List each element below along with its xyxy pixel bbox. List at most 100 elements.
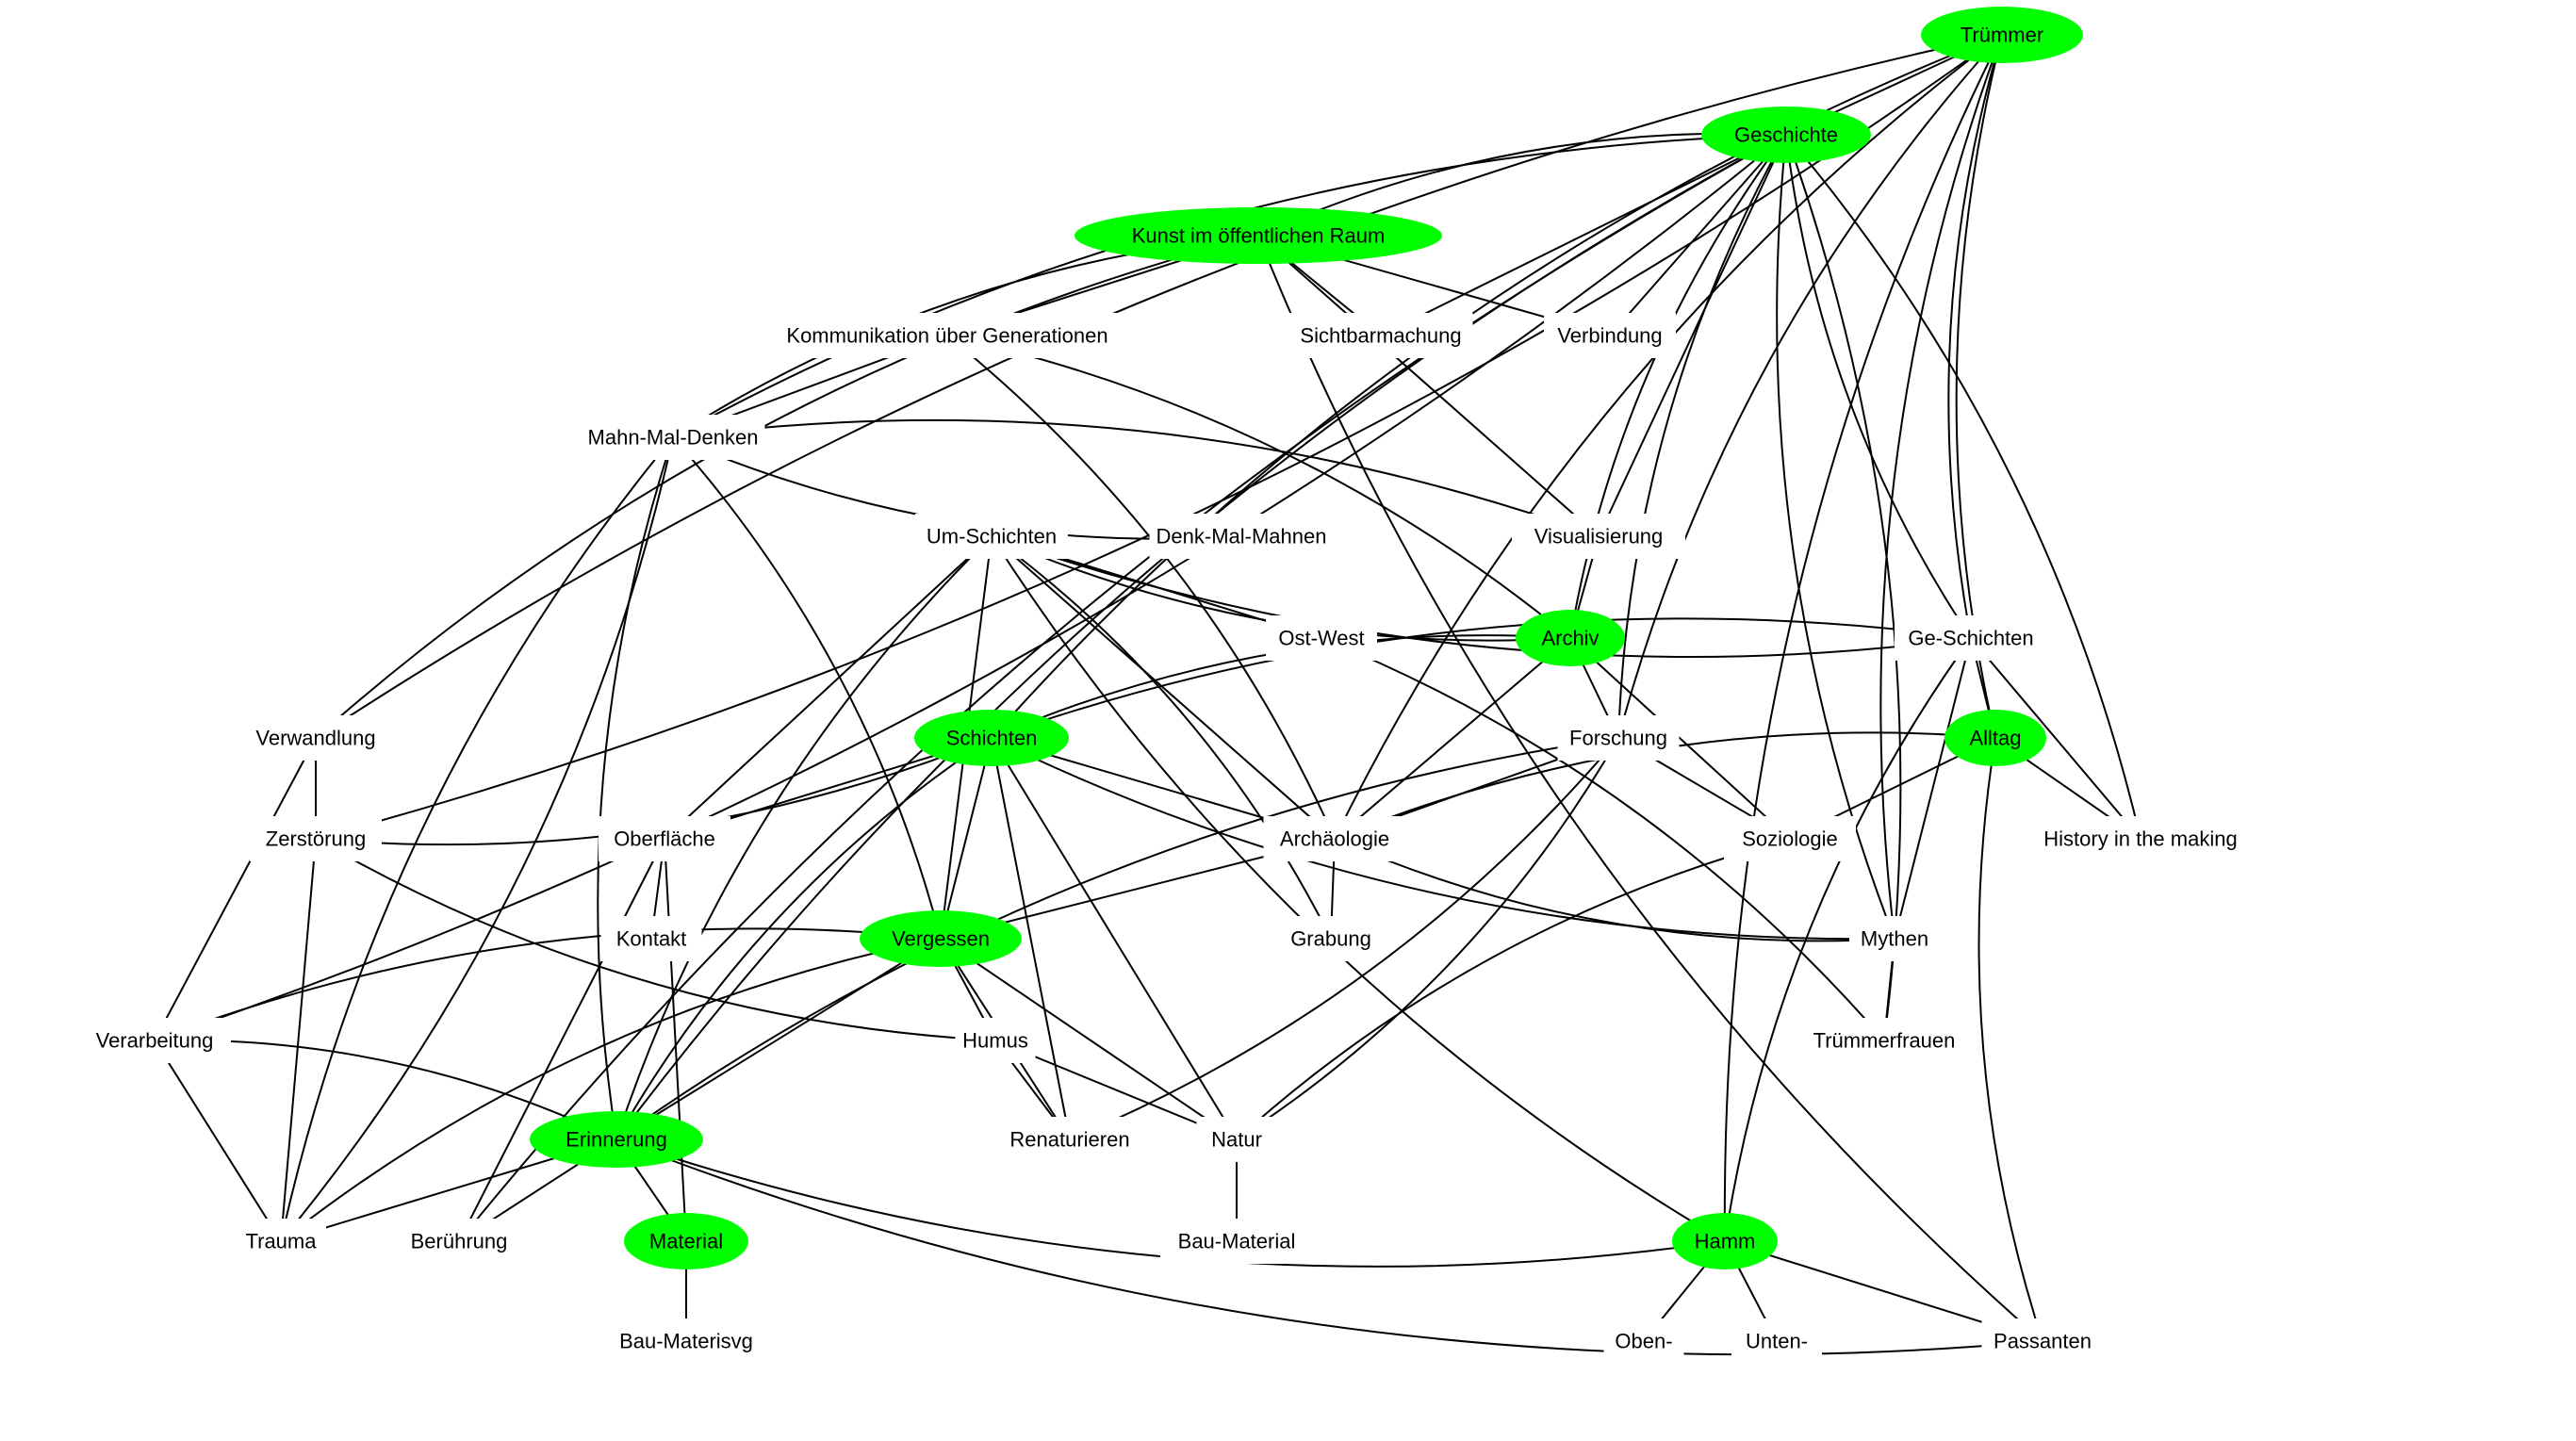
node-renaturieren-backing: [993, 1117, 1146, 1162]
node-umschichten-backing: [915, 514, 1068, 559]
node-oberflaeche-label: Oberfläche: [614, 827, 715, 851]
node-erinnerung[interactable]: Erinnerung: [530, 1111, 703, 1168]
node-vergessen[interactable]: Vergessen: [860, 910, 1022, 967]
node-erinnerung-ellipse: [530, 1111, 703, 1168]
node-vergessen-label: Vergessen: [892, 927, 990, 951]
node-verbindung-backing: [1544, 313, 1676, 358]
edge-archiv-archaeologie: [1334, 637, 1571, 840]
node-trauma-label: Trauma: [246, 1230, 318, 1253]
node-truemmerfrauen[interactable]: Trümmerfrauen: [1802, 1018, 1966, 1063]
edge-vergessen-natur: [940, 938, 1238, 1140]
edge-geschichten-schichten: [991, 617, 1972, 739]
node-ostwest[interactable]: Ost-West: [1266, 615, 1377, 661]
node-baumaterial-backing: [1160, 1219, 1313, 1264]
edge-soziologie-natur: [1236, 838, 1791, 1140]
node-soziologie[interactable]: Soziologie: [1724, 816, 1856, 861]
node-forschung[interactable]: Forschung: [1557, 715, 1680, 761]
node-trauma[interactable]: Trauma: [236, 1219, 326, 1264]
edge-schichten-renaturieren: [991, 737, 1071, 1140]
edge-truemmer-geschichten: [1947, 34, 2003, 639]
node-mahnmaldenken[interactable]: Mahn-Mal-Denken: [581, 415, 765, 460]
node-ostwest-backing: [1266, 615, 1377, 661]
node-verwandlung[interactable]: Verwandlung: [244, 715, 387, 761]
node-kontakt-label: Kontakt: [616, 927, 687, 951]
node-denkmalmahnen[interactable]: Denk-Mal-Mahnen: [1149, 514, 1334, 559]
edge-mahnmaldenken-vergessen: [672, 436, 942, 940]
node-archiv-ellipse: [1516, 610, 1625, 666]
node-sichtbarmachung-label: Sichtbarmachung: [1300, 324, 1461, 348]
node-sichtbarmachung[interactable]: Sichtbarmachung: [1288, 313, 1473, 358]
node-natur[interactable]: Natur: [1196, 1117, 1277, 1162]
node-kunst-ellipse: [1075, 207, 1442, 264]
edge-kunst-visualisierung: [1257, 235, 1600, 537]
node-geschichte[interactable]: Geschichte: [1701, 106, 1871, 163]
edge-truemmer-forschung: [1617, 34, 2003, 739]
edge-umschichten-oberflaeche: [664, 535, 993, 840]
edge-geschichte-visualisierung: [1598, 134, 1787, 537]
node-geschichte-ellipse: [1701, 106, 1871, 163]
node-baumaterisvg[interactable]: Bau-Materisvg: [604, 1318, 768, 1364]
edge-schichten-natur: [991, 737, 1238, 1140]
node-history[interactable]: History in the making: [2017, 816, 2264, 861]
node-verbindung-label: Verbindung: [1557, 324, 1662, 348]
node-zerstoerung-label: Zerstörung: [266, 827, 366, 851]
node-humus[interactable]: Humus: [955, 1018, 1036, 1063]
node-geschichten[interactable]: Ge-Schichten: [1895, 615, 2047, 661]
node-humus-label: Humus: [962, 1029, 1028, 1053]
node-passanten-backing: [1981, 1318, 2104, 1364]
node-natur-backing: [1196, 1117, 1277, 1162]
edge-forschung-renaturieren: [1069, 737, 1619, 1140]
edge-kommunikation-archaeologie: [946, 335, 1336, 840]
node-hamm[interactable]: Hamm: [1672, 1213, 1778, 1269]
node-material-ellipse: [624, 1213, 748, 1269]
edge-kunst-passanten: [1257, 235, 2043, 1342]
edge-truemmer-zerstoerung: [315, 34, 2003, 840]
node-unten[interactable]: Unten-: [1731, 1318, 1822, 1364]
node-renaturieren[interactable]: Renaturieren: [993, 1117, 1146, 1162]
node-kommunikation[interactable]: Kommunikation über Generationen: [772, 313, 1123, 358]
node-archiv[interactable]: Archiv: [1516, 610, 1625, 666]
node-archaeologie[interactable]: Archäologie: [1263, 816, 1406, 861]
edge-umschichten-grabung: [991, 535, 1332, 940]
node-zerstoerung[interactable]: Zerstörung: [250, 816, 382, 861]
edge-geschichte-forschung: [1617, 134, 1787, 739]
node-kommunikation-label: Kommunikation über Generationen: [786, 324, 1108, 348]
node-material[interactable]: Material: [624, 1213, 748, 1269]
edge-geschichte-geschichten: [1785, 134, 1972, 639]
edge-truemmer-verwandlung: [315, 34, 2003, 739]
node-alltag[interactable]: Alltag: [1944, 710, 2046, 766]
edge-geschichte-archiv: [1569, 134, 1787, 639]
node-geschichten-backing: [1895, 615, 2047, 661]
edge-archaeologie-mythen: [1334, 838, 1895, 942]
node-baumaterial[interactable]: Bau-Material: [1160, 1219, 1313, 1264]
node-oben[interactable]: Oben-: [1603, 1318, 1684, 1364]
node-beruehrung-backing: [398, 1219, 520, 1264]
node-beruehrung[interactable]: Berührung: [398, 1219, 520, 1264]
node-oberflaeche[interactable]: Oberfläche: [599, 816, 730, 861]
node-verarbeitung[interactable]: Verarbeitung: [78, 1018, 231, 1063]
node-grabung[interactable]: Grabung: [1280, 916, 1382, 961]
node-history-backing: [2017, 816, 2264, 861]
node-passanten[interactable]: Passanten: [1981, 1318, 2104, 1364]
node-sichtbarmachung-backing: [1288, 313, 1473, 358]
node-denkmalmahnen-label: Denk-Mal-Mahnen: [1157, 525, 1327, 549]
node-archaeologie-backing: [1263, 816, 1406, 861]
node-truemmerfrauen-backing: [1802, 1018, 1966, 1063]
node-erinnerung-label: Erinnerung: [566, 1128, 667, 1152]
node-visualisierung[interactable]: Visualisierung: [1512, 514, 1685, 559]
node-kunst[interactable]: Kunst im öffentlichen Raum: [1075, 207, 1442, 264]
node-kontakt[interactable]: Kontakt: [600, 916, 702, 961]
edge-trauma-mahnmaldenken: [280, 436, 674, 1242]
node-truemmer[interactable]: Trümmer: [1921, 7, 2083, 63]
node-schichten[interactable]: Schichten: [914, 710, 1069, 766]
node-grabung-label: Grabung: [1290, 927, 1371, 951]
node-alltag-label: Alltag: [1969, 727, 2021, 750]
edge-erinnerung-passanten: [615, 1138, 2043, 1356]
node-verbindung[interactable]: Verbindung: [1544, 313, 1676, 358]
node-mythen[interactable]: Mythen: [1849, 916, 1940, 961]
node-ostwest-label: Ost-West: [1278, 627, 1364, 650]
node-umschichten[interactable]: Um-Schichten: [915, 514, 1068, 559]
edge-oberflaeche-material: [664, 838, 687, 1242]
node-history-label: History in the making: [2043, 827, 2237, 851]
